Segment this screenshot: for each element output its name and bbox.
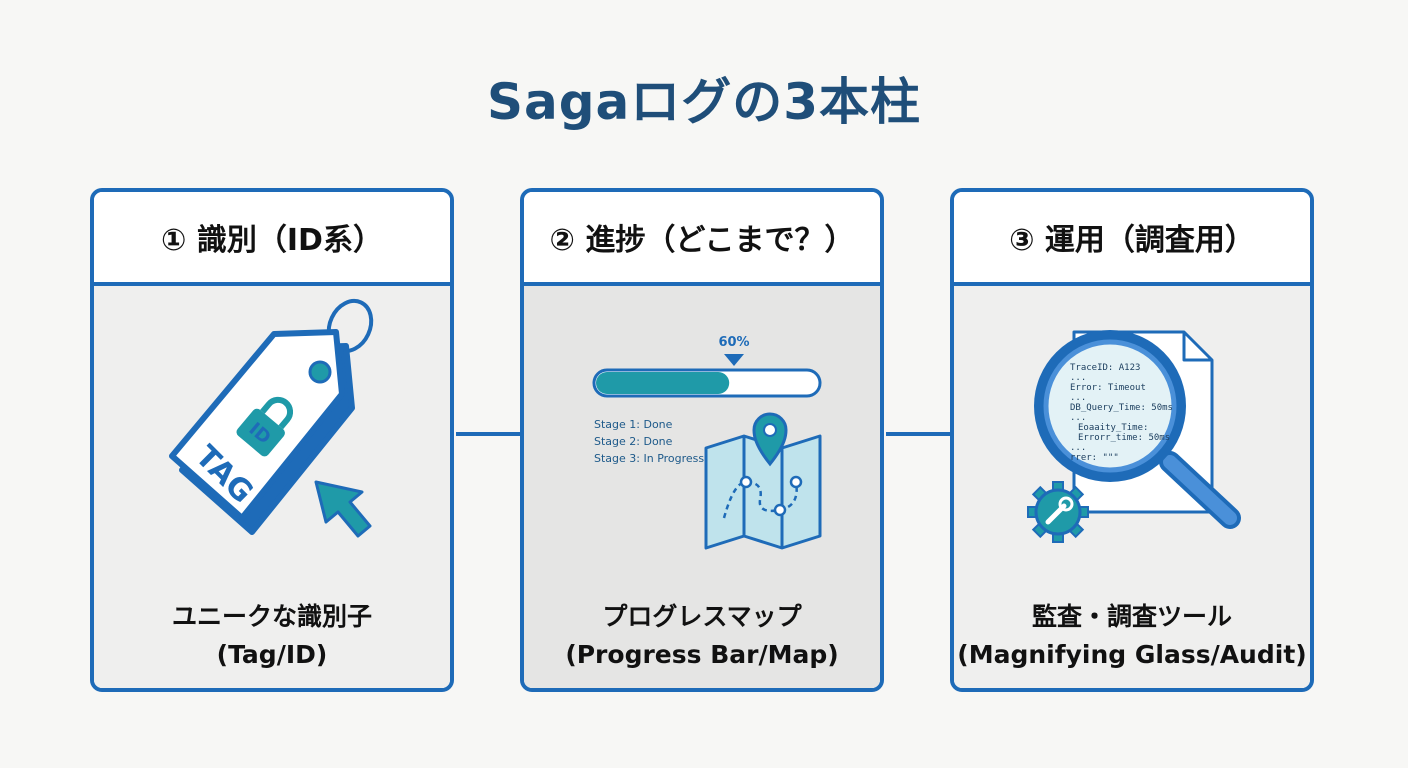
svg-text:...: ... bbox=[1070, 393, 1086, 403]
svg-text:Error: Timeout: Error: Timeout bbox=[1070, 383, 1146, 393]
card-body: TraceID: A123 ... Error: Timeout ... DB_… bbox=[954, 286, 1310, 688]
card-caption: プログレスマップ (Progress Bar/Map) bbox=[524, 598, 880, 674]
card-header: ② 進捗（どこまで？） bbox=[524, 192, 880, 286]
page-title: Sagaログの3本柱 bbox=[486, 73, 922, 131]
card-header: ① 識別（ID系） bbox=[94, 192, 450, 286]
card-caption: 監査・調査ツール (Magnifying Glass/Audit) bbox=[954, 598, 1310, 674]
caption-line-2: (Progress Bar/Map) bbox=[565, 640, 839, 669]
svg-text:TraceID: A123: TraceID: A123 bbox=[1070, 363, 1140, 373]
svg-text:DB_Query_Time: 50ms: DB_Query_Time: 50ms bbox=[1070, 403, 1173, 413]
card-body: 60% Stage 1: Done Stage 2: Done Stage 3:… bbox=[524, 286, 880, 688]
stage-1-label: Stage 1: Done bbox=[594, 418, 673, 431]
card-identification: ① 識別（ID系） ID TAG ユニークな識別子 (Tag/ID) bbox=[90, 188, 454, 692]
stage-3-label: Stage 3: In Progress bbox=[594, 452, 704, 465]
svg-text:Errorr_time: 50ms: Errorr_time: 50ms bbox=[1078, 433, 1170, 443]
stage-2-label: Stage 2: Done bbox=[594, 435, 673, 448]
progress-fill bbox=[596, 372, 730, 394]
svg-text:Eoaaity_Time:: Eoaaity_Time: bbox=[1078, 423, 1148, 433]
gear-wrench-icon bbox=[1027, 481, 1089, 543]
magnifying-glass-icon bbox=[1034, 330, 1241, 529]
svg-text:...: ... bbox=[1070, 443, 1086, 453]
caption-line-1: プログレスマップ bbox=[602, 602, 802, 631]
svg-text:...: ... bbox=[1070, 413, 1086, 423]
progress-percent-label: 60% bbox=[718, 335, 749, 350]
card-progress: ② 進捗（どこまで？） 60% Stage 1: Done Stage 2: D… bbox=[520, 188, 884, 692]
caption-line-1: 監査・調査ツール bbox=[1031, 602, 1232, 631]
card-operations: ③ 運用（調査用） TraceID: A123 ... Error: Timeo… bbox=[950, 188, 1314, 692]
progress-marker-icon bbox=[724, 354, 744, 366]
svg-text:...: ... bbox=[1070, 373, 1086, 383]
progress-illustration: 60% Stage 1: Done Stage 2: Done Stage 3:… bbox=[592, 335, 822, 550]
cursor-arrow-icon bbox=[314, 480, 372, 538]
tag-illustration: ID TAG bbox=[169, 298, 374, 538]
tag-icon: ID TAG bbox=[169, 298, 374, 535]
caption-line-1: ユニークな識別子 bbox=[171, 602, 372, 631]
card-caption: ユニークな識別子 (Tag/ID) bbox=[94, 598, 450, 674]
connector-line-1 bbox=[456, 432, 522, 436]
log-text: TraceID: A123 ... Error: Timeout ... DB_… bbox=[1070, 363, 1173, 463]
svg-text:rrer: """: rrer: """ bbox=[1070, 453, 1119, 463]
location-pin-icon bbox=[752, 412, 788, 467]
connector-line-2 bbox=[886, 432, 952, 436]
card-header: ③ 運用（調査用） bbox=[954, 192, 1310, 286]
caption-line-2: (Magnifying Glass/Audit) bbox=[957, 640, 1307, 669]
card-body: ID TAG ユニークな識別子 (Tag/ID) bbox=[94, 286, 450, 688]
audit-illustration: TraceID: A123 ... Error: Timeout ... DB_… bbox=[1027, 330, 1241, 543]
caption-line-2: (Tag/ID) bbox=[216, 640, 328, 669]
